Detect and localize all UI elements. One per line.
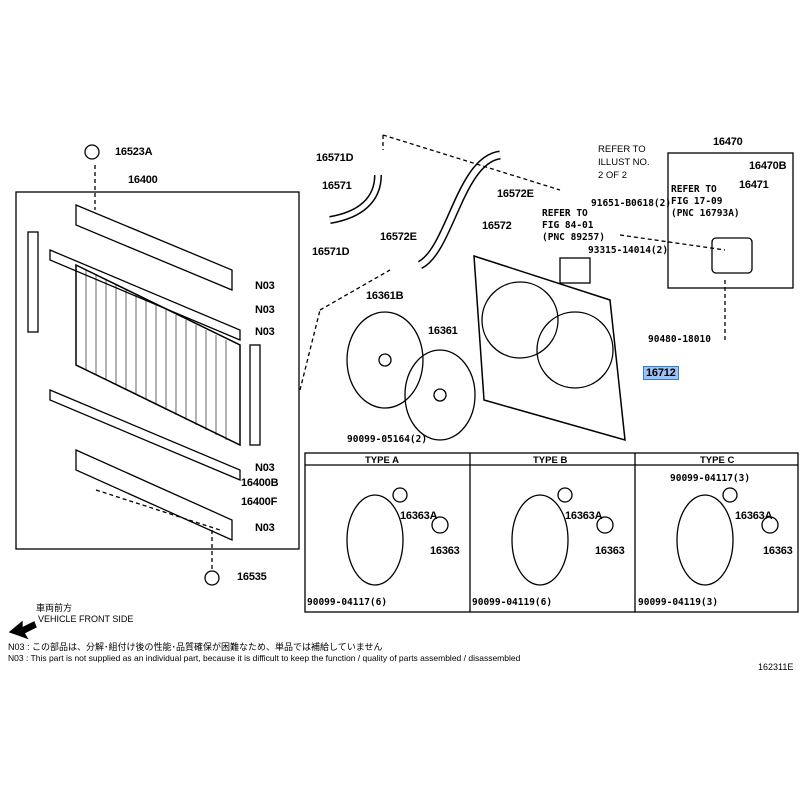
part-label-reservoir-cap[interactable]: 16470B — [749, 160, 787, 172]
note-en: N03 : This part is not supplied as an in… — [8, 653, 521, 663]
part-label-grommet[interactable]: 90480-18010 — [648, 334, 711, 345]
front-label-en: VEHICLE FRONT SIDE — [38, 614, 134, 624]
part-label-motor-a[interactable]: 16363A — [565, 510, 603, 522]
part-label-drain-gasket[interactable]: 16400F — [241, 496, 278, 508]
part-label-bolt[interactable]: 93315-14014(2) — [588, 245, 669, 256]
figure-id: 162311E — [758, 662, 794, 672]
note-jp: N03 : この部品は、分解･組付け後の性能･品質確保が困難なため、単品では補給… — [8, 642, 383, 652]
part-label-fan-b[interactable]: 16361B — [366, 290, 404, 302]
part-label-motor[interactable]: 16363 — [430, 545, 460, 557]
refer-line: FIG 84-01 — [542, 220, 594, 231]
part-label-motor-a[interactable]: 16363A — [735, 510, 773, 522]
part-label-cushion[interactable]: 16535 — [237, 571, 267, 583]
part-label-cap[interactable]: 16523A — [115, 146, 153, 158]
part-label-screw[interactable]: 90099-04119(6) — [472, 597, 553, 608]
part-label-reservoir[interactable]: 16470 — [713, 136, 743, 148]
part-label-screw-top[interactable]: 90099-04117(3) — [670, 473, 751, 484]
refer-line: REFER TO — [671, 184, 717, 195]
part-label-clamp[interactable]: 16571D — [316, 152, 354, 164]
part-label-screw[interactable]: 90099-04119(3) — [638, 597, 719, 608]
part-label-shroud-selected[interactable]: 16712 — [643, 366, 679, 380]
refer-line: ILLUST NO. — [598, 157, 650, 168]
note-n03: N03 — [255, 326, 275, 338]
part-label-reservoir-hose[interactable]: 16471 — [739, 179, 769, 191]
refer-line: (PNC 89257) — [542, 232, 605, 243]
part-label-motor-a[interactable]: 16363A — [400, 510, 438, 522]
refer-illust[interactable]: REFER TO ILLUST NO. 2 OF 2 — [598, 143, 650, 182]
type-b-title: TYPE B — [533, 455, 568, 466]
part-label-fan[interactable]: 16361 — [428, 325, 458, 337]
part-label-nut[interactable]: 90099-05164(2) — [347, 434, 428, 445]
part-label-clamp-e[interactable]: 16572E — [497, 188, 534, 200]
refer-line: REFER TO — [598, 144, 646, 155]
part-label-motor[interactable]: 16363 — [595, 545, 625, 557]
refer-line: 2 OF 2 — [598, 170, 628, 181]
note-n03: N03 — [255, 280, 275, 292]
front-label-jp: 車両前方 — [36, 603, 73, 613]
note-n03: N03 — [255, 304, 275, 316]
part-label-drain[interactable]: 16400B — [241, 477, 279, 489]
part-label-clamp[interactable]: 16571D — [312, 246, 350, 258]
refer-line: FIG 17-09 — [671, 196, 723, 207]
note-n03: N03 — [255, 522, 275, 534]
part-label-hose-lower[interactable]: 16572 — [482, 220, 512, 232]
refer-line: REFER TO — [542, 208, 588, 219]
type-c-title: TYPE C — [700, 455, 735, 466]
part-label-screw[interactable]: 90099-04117(6) — [307, 597, 388, 608]
note-n03: N03 — [255, 462, 275, 474]
part-label-hose-upper[interactable]: 16571 — [322, 180, 352, 192]
part-label-motor[interactable]: 16363 — [763, 545, 793, 557]
part-label-bolt[interactable]: 91651-B0618(2) — [591, 198, 672, 209]
type-a-title: TYPE A — [365, 455, 399, 466]
refer-line: (PNC 16793A) — [671, 208, 740, 219]
part-label-clamp-e[interactable]: 16572E — [380, 231, 417, 243]
part-label-radiator[interactable]: 16400 — [128, 174, 158, 186]
